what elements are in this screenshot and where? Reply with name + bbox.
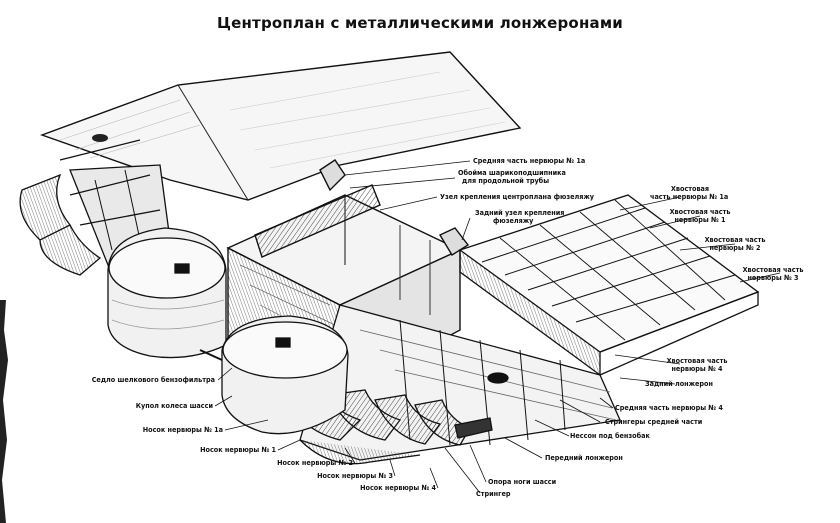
label-tail-4-line2: нервюры № 4 — [671, 364, 723, 373]
label-tail-2-line1: Хвостовая часть — [704, 235, 766, 244]
label-tail-3-line1: Хвостовая часть — [742, 265, 804, 274]
label-wheel-dome: Купол колеса шасси — [135, 401, 213, 410]
upper-skin-panel — [39, 51, 522, 201]
label-tail-1a-line2: часть нервюры № 1а — [650, 192, 729, 201]
label-nose-1: Носок нервюры № 1 — [200, 445, 276, 454]
front-wheel-dome — [199, 315, 349, 435]
left-wheel-dome — [107, 227, 227, 359]
label-rear-attach-line2: фюзеляжу — [493, 216, 534, 225]
label-bearing-line1: Обойма шарикоподшипника — [458, 168, 566, 177]
label-nose-2: Носок нервюры № 2 — [277, 458, 353, 467]
label-rear-attach-line1: Задний узел крепления — [475, 208, 565, 217]
right-wing-lattice — [458, 194, 760, 377]
page-title: Центроплан с металлическими лонжеронами — [217, 14, 623, 32]
label-tail-3-line2: нервюры № 3 — [747, 273, 799, 282]
label-tank-nest: Нессон под бензобак — [570, 431, 650, 440]
label-rear-spar: Задний лонжерон — [645, 379, 713, 388]
label-gear-leg: Опора ноги шасси — [488, 477, 557, 486]
label-stringers-mid: Стрингеры средней части — [605, 417, 703, 426]
label-tail-1-line1: Хвостовая часть — [669, 207, 731, 216]
label-center-attach: Узел крепления центроплана фюзеляжу — [440, 192, 595, 201]
label-stringer: Стрингер — [476, 489, 511, 498]
label-nose-4: Носок нервюры № 4 — [360, 483, 436, 492]
label-nose-3: Носок нервюры № 3 — [317, 471, 393, 480]
label-mid-rib-4: Средняя часть нервюры № 4 — [615, 403, 723, 412]
label-nose-1a: Носок нервюры № 1а — [142, 425, 223, 434]
label-mid-rib-1a: Средняя часть нервюры № 1а — [473, 156, 586, 165]
label-tail-1-line2: нервюры № 1 — [674, 215, 726, 224]
leader-lines — [214, 160, 781, 494]
label-tail-1a-line1: Хвостовая — [670, 184, 710, 193]
label-tail-4-line1: Хвостовая часть — [666, 356, 728, 365]
label-front-spar: Передний лонжерон — [545, 453, 623, 462]
label-filter-seat: Седло шелкового бензофильтра — [91, 375, 215, 384]
label-bearing-line2: для продольной трубы — [462, 176, 550, 185]
page-edge — [0, 300, 8, 523]
label-tail-2-line2: нервюры № 2 — [709, 243, 761, 252]
